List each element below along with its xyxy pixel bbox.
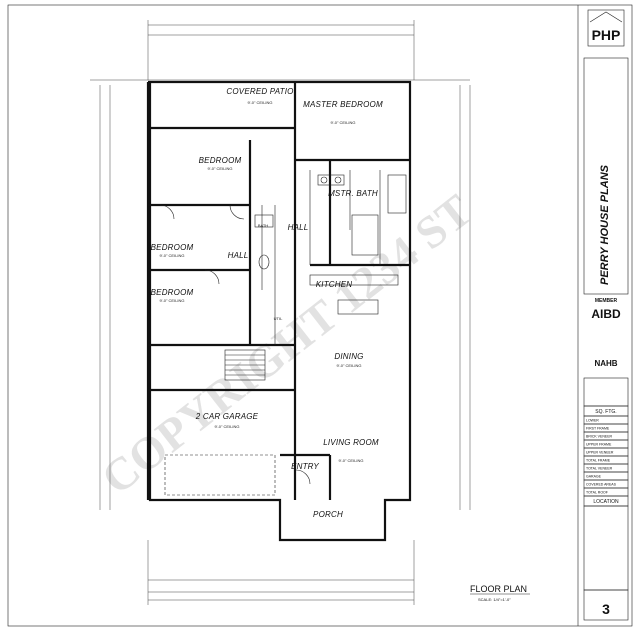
bathtub xyxy=(387,174,407,214)
svg-text:9'-0" CEILING: 9'-0" CEILING xyxy=(247,100,272,105)
kitchen-counter xyxy=(309,274,399,286)
room-label-dining: DINING xyxy=(334,352,363,361)
sq-ft-row-label: TOTAL ROOF xyxy=(586,491,608,495)
toilet xyxy=(258,254,270,270)
svg-text:9'-0" CEILING: 9'-0" CEILING xyxy=(336,363,361,368)
vanity xyxy=(317,174,345,186)
title-block: PHP PERRY HOUSE PLANS MEMBER AIBD NAHB S… xyxy=(583,9,629,621)
room-label-garage: 2 CAR GARAGE xyxy=(195,412,259,421)
sq-ft-row-label: BRICK VENEER xyxy=(586,435,613,439)
room-label-master-bedroom: MASTER BEDROOM xyxy=(303,100,383,109)
sq-ft-row-label: FIRST FRAME xyxy=(586,427,610,431)
dimension-lines xyxy=(90,20,471,605)
room-label-bedroom-1: BEDROOM xyxy=(199,156,242,165)
room-label-util: UTIL xyxy=(274,316,283,321)
room-label-living-room: LIVING ROOM xyxy=(323,438,379,447)
aibd-logo: AIBD xyxy=(591,307,621,321)
fixtures xyxy=(159,174,407,496)
svg-text:9'-0" CEILING: 9'-0" CEILING xyxy=(207,166,232,171)
door-swing xyxy=(159,204,175,220)
ceiling-notes: 9'-0" CEILING 9'-0" CEILING 9'-0" CEILIN… xyxy=(159,100,363,463)
sq-ft-row-label: TOTAL FRAME xyxy=(586,459,611,463)
room-label-bath: BATH xyxy=(258,223,268,228)
room-label-hall-1: HALL xyxy=(288,223,309,232)
company-panel xyxy=(583,57,629,295)
svg-text:9'-0" CEILING: 9'-0" CEILING xyxy=(330,120,355,125)
sheet-border xyxy=(7,4,633,627)
sheet-number: 3 xyxy=(602,601,610,617)
nahb-logo: NAHB xyxy=(594,359,617,368)
room-label-mstr-bath: MSTR. BATH xyxy=(328,189,378,198)
hall-bath-vanity xyxy=(254,214,274,228)
sq-ft-row-label: UPPER FRAME xyxy=(586,443,612,447)
room-label-kitchen: KITCHEN xyxy=(316,280,353,289)
sq-ft-header: SQ. FTG. xyxy=(595,409,616,415)
room-label-hall-2: HALL xyxy=(228,251,249,260)
sq-ft-row-label: COVERED AREAS xyxy=(586,483,617,487)
garage-storage xyxy=(164,454,276,496)
member-label: MEMBER xyxy=(595,298,618,304)
svg-text:9'-0" CEILING: 9'-0" CEILING xyxy=(214,424,239,429)
drawing-title: FLOOR PLAN SCALE: 1/4"=1'-0" xyxy=(470,584,530,602)
sq-ft-table: LOWER FIRST FRAME BRICK VENEER UPPER FRAME U… xyxy=(583,415,629,497)
sq-ft-row-label: GARAGE xyxy=(586,475,602,479)
exterior-walls xyxy=(146,80,412,542)
room-label-entry: ENTRY xyxy=(291,462,319,471)
room-labels: COVERED PATIO MASTER BEDROOM BEDROOM MST… xyxy=(151,87,383,519)
kitchen-island xyxy=(337,299,379,315)
shower xyxy=(351,214,379,256)
floor-plan-title: FLOOR PLAN xyxy=(470,584,527,594)
svg-text:9'-0" CEILING: 9'-0" CEILING xyxy=(159,298,184,303)
sq-ft-row-label: UPPER VENEER xyxy=(586,451,614,455)
room-label-bedroom-2: BEDROOM xyxy=(151,243,194,252)
room-label-bedroom-3: BEDROOM xyxy=(151,288,194,297)
php-logo-icon: PHP xyxy=(587,9,625,47)
interior-walls xyxy=(148,82,410,500)
sq-ft-row-label: LOWER xyxy=(586,419,599,423)
svg-text:9'-0" CEILING: 9'-0" CEILING xyxy=(338,458,363,463)
room-label-covered-patio: COVERED PATIO xyxy=(226,87,293,96)
room-label-porch: PORCH xyxy=(313,510,343,519)
svg-text:PHP: PHP xyxy=(592,27,621,43)
sq-ft-row-label: TOTAL VENEER xyxy=(586,467,613,471)
location-header: LOCATION xyxy=(593,499,619,505)
company-name: PERRY HOUSE PLANS xyxy=(599,164,611,285)
drawing-scale: SCALE: 1/4"=1'-0" xyxy=(478,597,511,602)
svg-text:9'-0" CEILING: 9'-0" CEILING xyxy=(159,253,184,258)
